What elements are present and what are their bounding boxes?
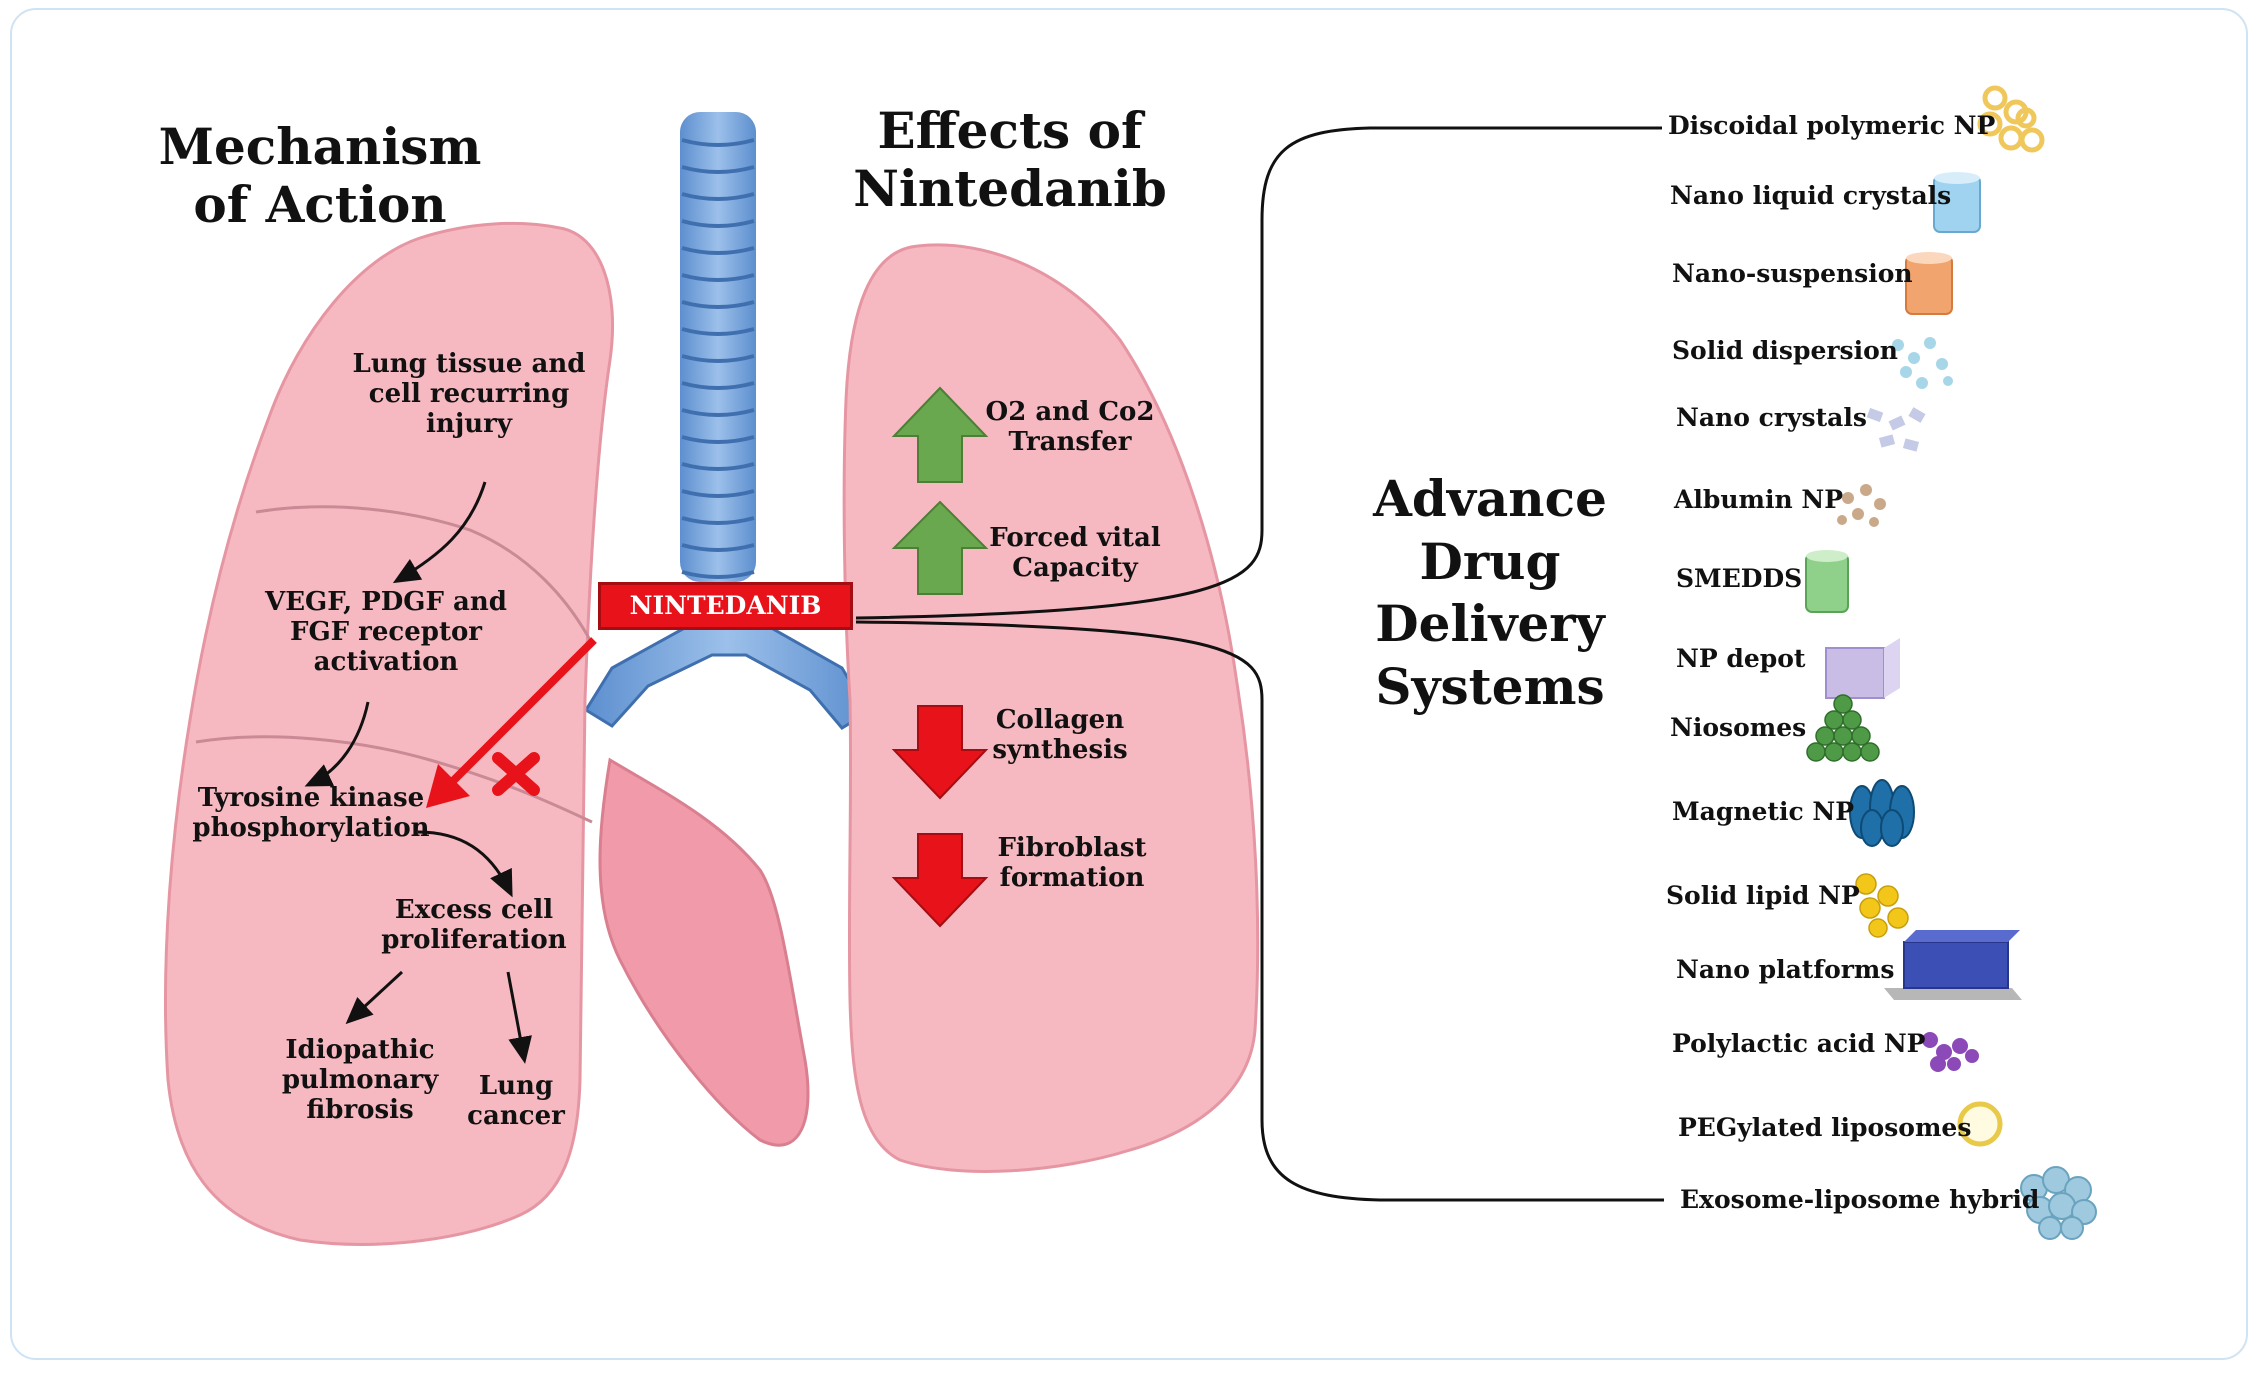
effect-collagen: Collagen synthesis [992,705,1128,765]
green-beaker-icon [1805,550,1849,613]
system-label: Nano platforms [1676,955,1895,984]
system-label: Solid dispersion [1672,336,1898,365]
dots-icon [1892,337,1953,389]
trachea-ring [681,570,755,579]
trachea-ring [681,489,755,498]
step-cancer: Lung cancer [467,1071,565,1131]
effect-o2: O2 and Co2 Transfer [985,397,1155,457]
trachea-ring [681,516,755,525]
trachea-ring [681,246,755,255]
arrow-injury-to-receptor [392,481,487,584]
system-label: Exosome-liposome hybrid [1680,1185,2040,1214]
system-label: Polylactic acid NP [1672,1029,1926,1058]
purple-cluster-icon [1922,1032,1979,1072]
beads-icon [1837,484,1886,527]
left-lung-fissure-upper [255,505,592,641]
left-lung-fissure-lower [195,735,593,824]
step-ipf: Idiopathic pulmonary fibrosis [281,1035,439,1125]
system-label: Nano-suspension [1672,259,1913,288]
arrow-proliferation-to-cancer [506,971,532,1064]
trachea-ring [681,273,755,282]
system-label: Solid lipid NP [1666,881,1860,910]
system-label: Niosomes [1670,713,1807,742]
trachea-ring [681,300,755,309]
system-label: NP depot [1676,644,1806,673]
orange-beaker-icon [1905,252,1953,315]
bracket-lower [855,620,1664,1202]
arrow-tyrosine-to-proliferation [417,830,513,898]
arrow-receptor-to-tyrosine [304,701,370,787]
cross-icon [492,752,540,796]
nintedanib-label: NINTEDANIB [598,582,853,630]
heart-lobe [598,757,810,1147]
trachea-ring [681,354,755,363]
trachea [680,112,756,582]
trachea-ring [681,219,755,228]
system-label: PEGylated liposomes [1678,1113,1972,1142]
blue-beaker-icon [1933,172,1981,233]
step-proliferation: Excess cell proliferation [381,895,567,955]
ring-icon [1957,1101,2003,1147]
system-label: Magnetic NP [1672,797,1855,826]
down-arrow-collagen [891,705,989,800]
left-lung [163,221,614,1246]
trachea-ring [681,165,755,174]
bracket-upper [855,126,1662,620]
mechanism-arrows [304,481,532,1064]
magnetic-cluster-icon [1849,779,1915,847]
system-label: Discoidal polymeric NP [1668,111,1996,140]
rings-icon [1977,85,2045,153]
cube-icon [1825,638,1900,699]
trachea-ring [681,435,755,444]
yellow-spheres-icon [1855,873,1909,938]
system-label: Albumin NP [1674,485,1844,514]
pyramid-icon [1806,694,1880,762]
up-arrow-o2 [891,386,989,483]
trachea-ring [681,192,755,201]
bronchi [583,623,871,730]
trachea-ring [681,543,755,552]
mechanism-title: Mechanism of Action [158,117,482,234]
effects-title: Effects of Nintedanib [853,101,1167,218]
arrow-proliferation-to-ipf [345,970,404,1025]
effect-fibroblast: Fibroblast formation [997,833,1147,893]
trachea-ring [681,327,755,336]
system-label: SMEDDS [1676,564,1803,593]
step-tyrosine: Tyrosine kinase phosphorylation [192,783,430,843]
down-arrow-fibroblast [891,833,989,928]
crystals-icon [1866,407,1926,452]
grid-platform-icon [1884,930,2022,1000]
advance-title: Advance Drug Delivery Systems [1373,469,1607,716]
system-label: Nano liquid crystals [1670,181,1952,210]
inhibition-arrow [426,637,597,808]
exosome-icon [2020,1166,2097,1240]
step-injury: Lung tissue and cell recurring injury [352,349,586,439]
step-receptor: VEGF, PDGF and FGF receptor activation [265,587,507,677]
effect-fvc: Forced vital Capacity [989,523,1161,583]
up-arrow-fvc [891,500,989,595]
trachea-ring [681,408,755,417]
trachea-ring [681,462,755,471]
trachea-ring [681,381,755,390]
trachea-ring [681,138,755,147]
system-label: Nano crystals [1676,403,1867,432]
